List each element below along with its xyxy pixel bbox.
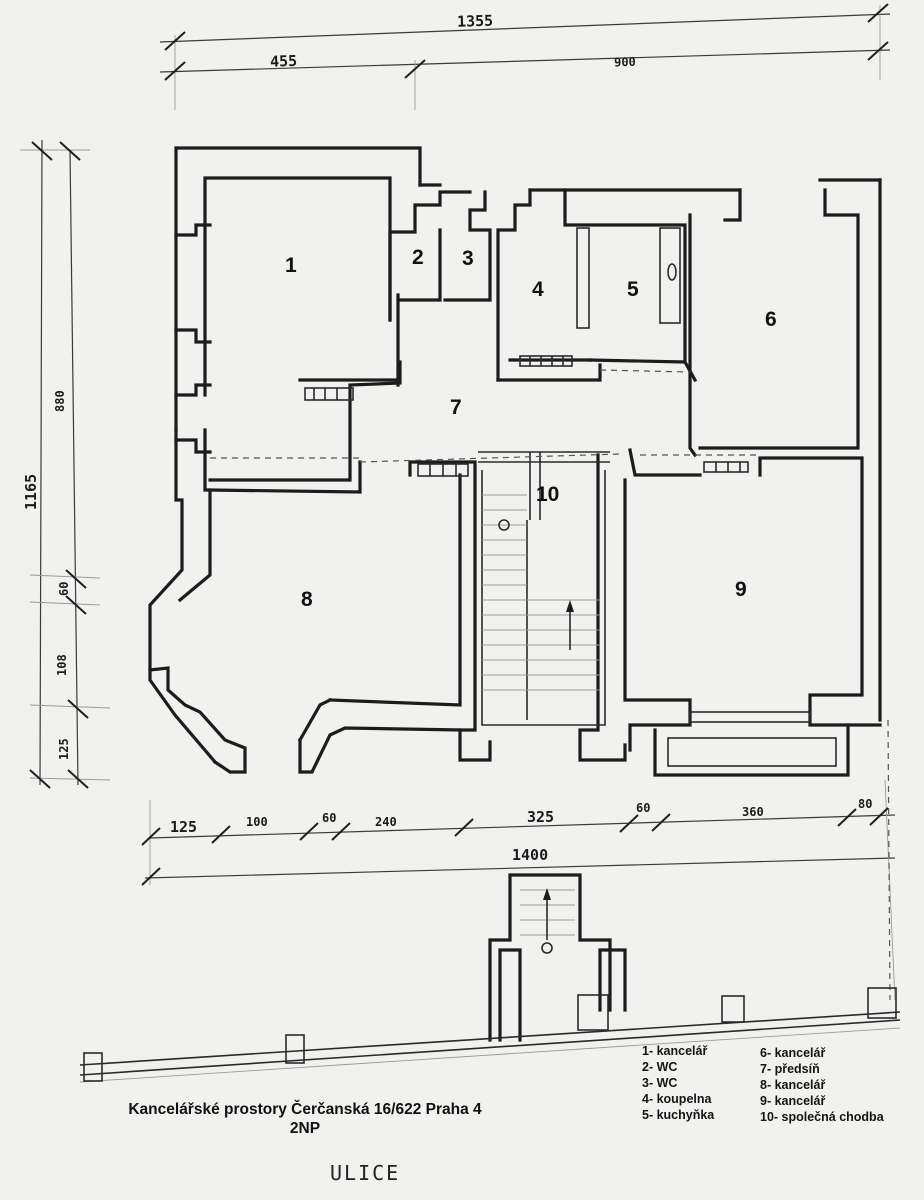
dim-left-segment-1: 880 <box>53 390 67 412</box>
bottom-dimension-lines <box>141 719 896 1001</box>
caption-title: Kancelářské prostory Čerčanská 16/622 Pr… <box>128 1101 482 1118</box>
top-dimension-lines <box>159 3 891 110</box>
room-8-number: 8 <box>301 588 313 611</box>
room-7-number: 7 <box>450 396 462 419</box>
street-fence <box>79 987 901 1083</box>
room-2-number: 2 <box>412 246 424 269</box>
legend-item: 1- kancelář <box>642 1044 708 1058</box>
room-9-number: 9 <box>735 578 747 601</box>
legend-item: 6- kancelář <box>760 1046 826 1060</box>
dim-bottom-8: 80 <box>858 797 872 811</box>
dim-left-segment-4: 125 <box>57 738 71 760</box>
legend-item: 10- společná chodba <box>760 1110 884 1124</box>
dim-left-segment-3: 108 <box>55 654 69 676</box>
legend-item: 4- koupelna <box>642 1092 712 1106</box>
room-10-number: 10 <box>536 483 559 506</box>
dim-bottom-4: 240 <box>375 815 397 829</box>
dim-bottom-2: 100 <box>246 815 268 829</box>
dim-bottom-3: 60 <box>322 811 336 825</box>
legend-item: 9- kancelář <box>760 1094 826 1108</box>
room-1-number: 1 <box>285 254 297 277</box>
legend-item: 3- WC <box>642 1076 678 1090</box>
dimension-labels: 1355 455 900 1165 880 60 108 125 125 100… <box>22 12 872 864</box>
dim-bottom-7: 360 <box>742 805 764 819</box>
dim-left-segment-2: 60 <box>57 582 71 596</box>
legend-item: 7- předsíň <box>760 1062 820 1076</box>
walls <box>148 146 882 777</box>
plan-caption: Kancelářské prostory Čerčanská 16/622 Pr… <box>40 1100 570 1138</box>
left-dimension-lines <box>20 139 111 789</box>
dim-bottom-6: 60 <box>636 801 650 815</box>
kitchen-fixtures <box>576 227 681 329</box>
legend-item: 5- kuchyňka <box>642 1108 715 1122</box>
legend-item: 8- kancelář <box>760 1078 826 1092</box>
legend-item: 2- WC <box>642 1060 678 1074</box>
dim-bottom-5: 325 <box>527 808 554 826</box>
entrance-stair <box>488 873 627 1042</box>
room-3-number: 3 <box>462 247 474 270</box>
room-5-number: 5 <box>627 278 639 301</box>
street-label: ULICE <box>330 1161 400 1185</box>
dim-bottom-total: 1400 <box>512 846 548 864</box>
caption-floor: 2NP <box>289 1120 321 1137</box>
dim-top-right: 900 <box>614 55 636 70</box>
room-4-number: 4 <box>532 278 544 301</box>
radiator-marks <box>304 355 749 477</box>
staircase <box>482 494 600 691</box>
legend-right: 6- kancelář 7- předsíň 8- kancelář 9- ka… <box>760 1045 884 1125</box>
room-6-number: 6 <box>765 308 777 331</box>
room-numbers: 1 2 3 4 5 6 7 8 9 10 <box>285 246 777 611</box>
dim-bottom-1: 125 <box>170 818 197 836</box>
dim-left-total: 1165 <box>22 474 40 510</box>
legend-left: 1- kancelář 2- WC 3- WC 4- koupelna 5- k… <box>642 1043 714 1123</box>
dim-top-left: 455 <box>270 52 298 71</box>
dim-top-total: 1355 <box>457 12 494 31</box>
